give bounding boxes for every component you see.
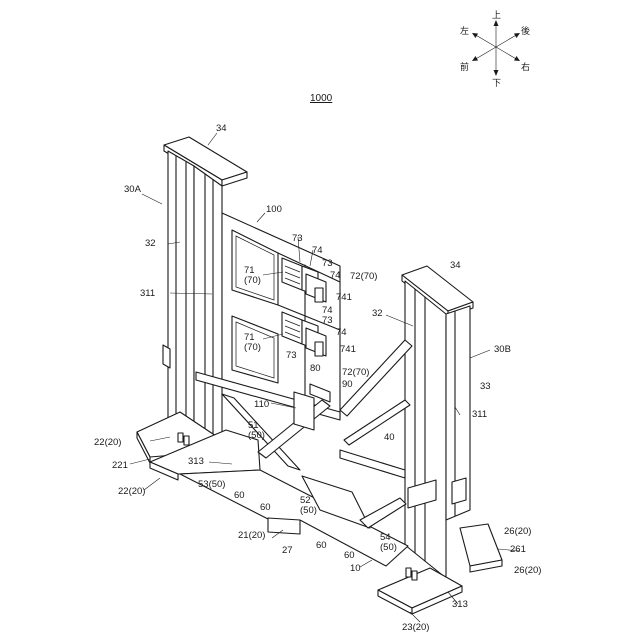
label-73-a: 73 — [292, 233, 303, 244]
label-90: 90 — [342, 379, 353, 390]
label-30A: 30A — [124, 184, 142, 195]
label-26-20-b: 26(20) — [514, 565, 541, 576]
label-74-a: 74 — [312, 245, 323, 256]
figure-title: 1000 — [310, 93, 333, 104]
label-60-a: 60 — [234, 490, 245, 501]
label-261: 261 — [510, 544, 526, 555]
label-34-right: 34 — [450, 260, 461, 271]
label-221: 221 — [112, 460, 128, 471]
strut-54 — [360, 498, 406, 528]
label-60-b: 60 — [260, 502, 271, 513]
label-22-20-a: 22(20) — [94, 437, 121, 448]
label-60-c: 60 — [316, 540, 327, 551]
label-741-a: 741 — [336, 292, 352, 303]
label-73-c: 73 — [322, 315, 333, 326]
label-313-right: 313 — [452, 599, 468, 610]
label-741-b: 741 — [340, 344, 356, 355]
label-32-left: 32 — [145, 238, 156, 249]
label-32-right: 32 — [372, 308, 383, 319]
label-72-70-b: 72(70) — [342, 367, 369, 378]
dir-right: 右 — [521, 61, 530, 73]
label-110: 110 — [254, 399, 269, 410]
label-73-d: 73 — [286, 350, 297, 361]
dir-up: 上 — [492, 10, 501, 21]
label-54: 54(50) — [380, 532, 397, 553]
right-column-30B — [378, 266, 502, 614]
label-40: 40 — [384, 432, 395, 443]
label-51: 51(50) — [248, 420, 265, 441]
label-73-b: 73 — [322, 258, 333, 269]
label-51-50: 51(50) — [248, 420, 265, 441]
label-34-left: 34 — [216, 123, 227, 134]
label-30B: 30B — [494, 344, 511, 355]
post-110 — [294, 392, 314, 430]
label-74-d: 74 — [336, 327, 347, 338]
direction-indicator: 上 下 左 後 前 右 — [460, 10, 530, 89]
label-100: 100 — [266, 204, 282, 215]
label-74-b: 74 — [330, 270, 341, 281]
label-53-50: 53(50) — [198, 479, 225, 490]
label-26-20-a: 26(20) — [504, 526, 531, 537]
label-21-20: 21(20) — [238, 530, 265, 541]
crossbeam-40 — [340, 340, 412, 478]
label-60-d: 60 — [344, 550, 355, 561]
label-23-20: 23(20) — [402, 622, 429, 633]
dir-left: 左 — [460, 25, 469, 37]
label-311-left: 311 — [140, 288, 155, 299]
label-313-left: 313 — [188, 456, 204, 467]
label-72-70-a: 72(70) — [350, 271, 377, 282]
label-10: 10 — [350, 563, 361, 574]
label-80: 80 — [310, 363, 321, 374]
dir-front: 前 — [460, 61, 469, 73]
label-311-right: 311 — [472, 409, 487, 420]
label-54-50: 54(50) — [380, 532, 397, 553]
dir-down: 下 — [492, 79, 501, 89]
label-22-20-b: 22(20) — [118, 486, 145, 497]
dir-back: 後 — [521, 25, 530, 37]
label-33: 33 — [480, 381, 491, 392]
label-27: 27 — [282, 545, 293, 556]
